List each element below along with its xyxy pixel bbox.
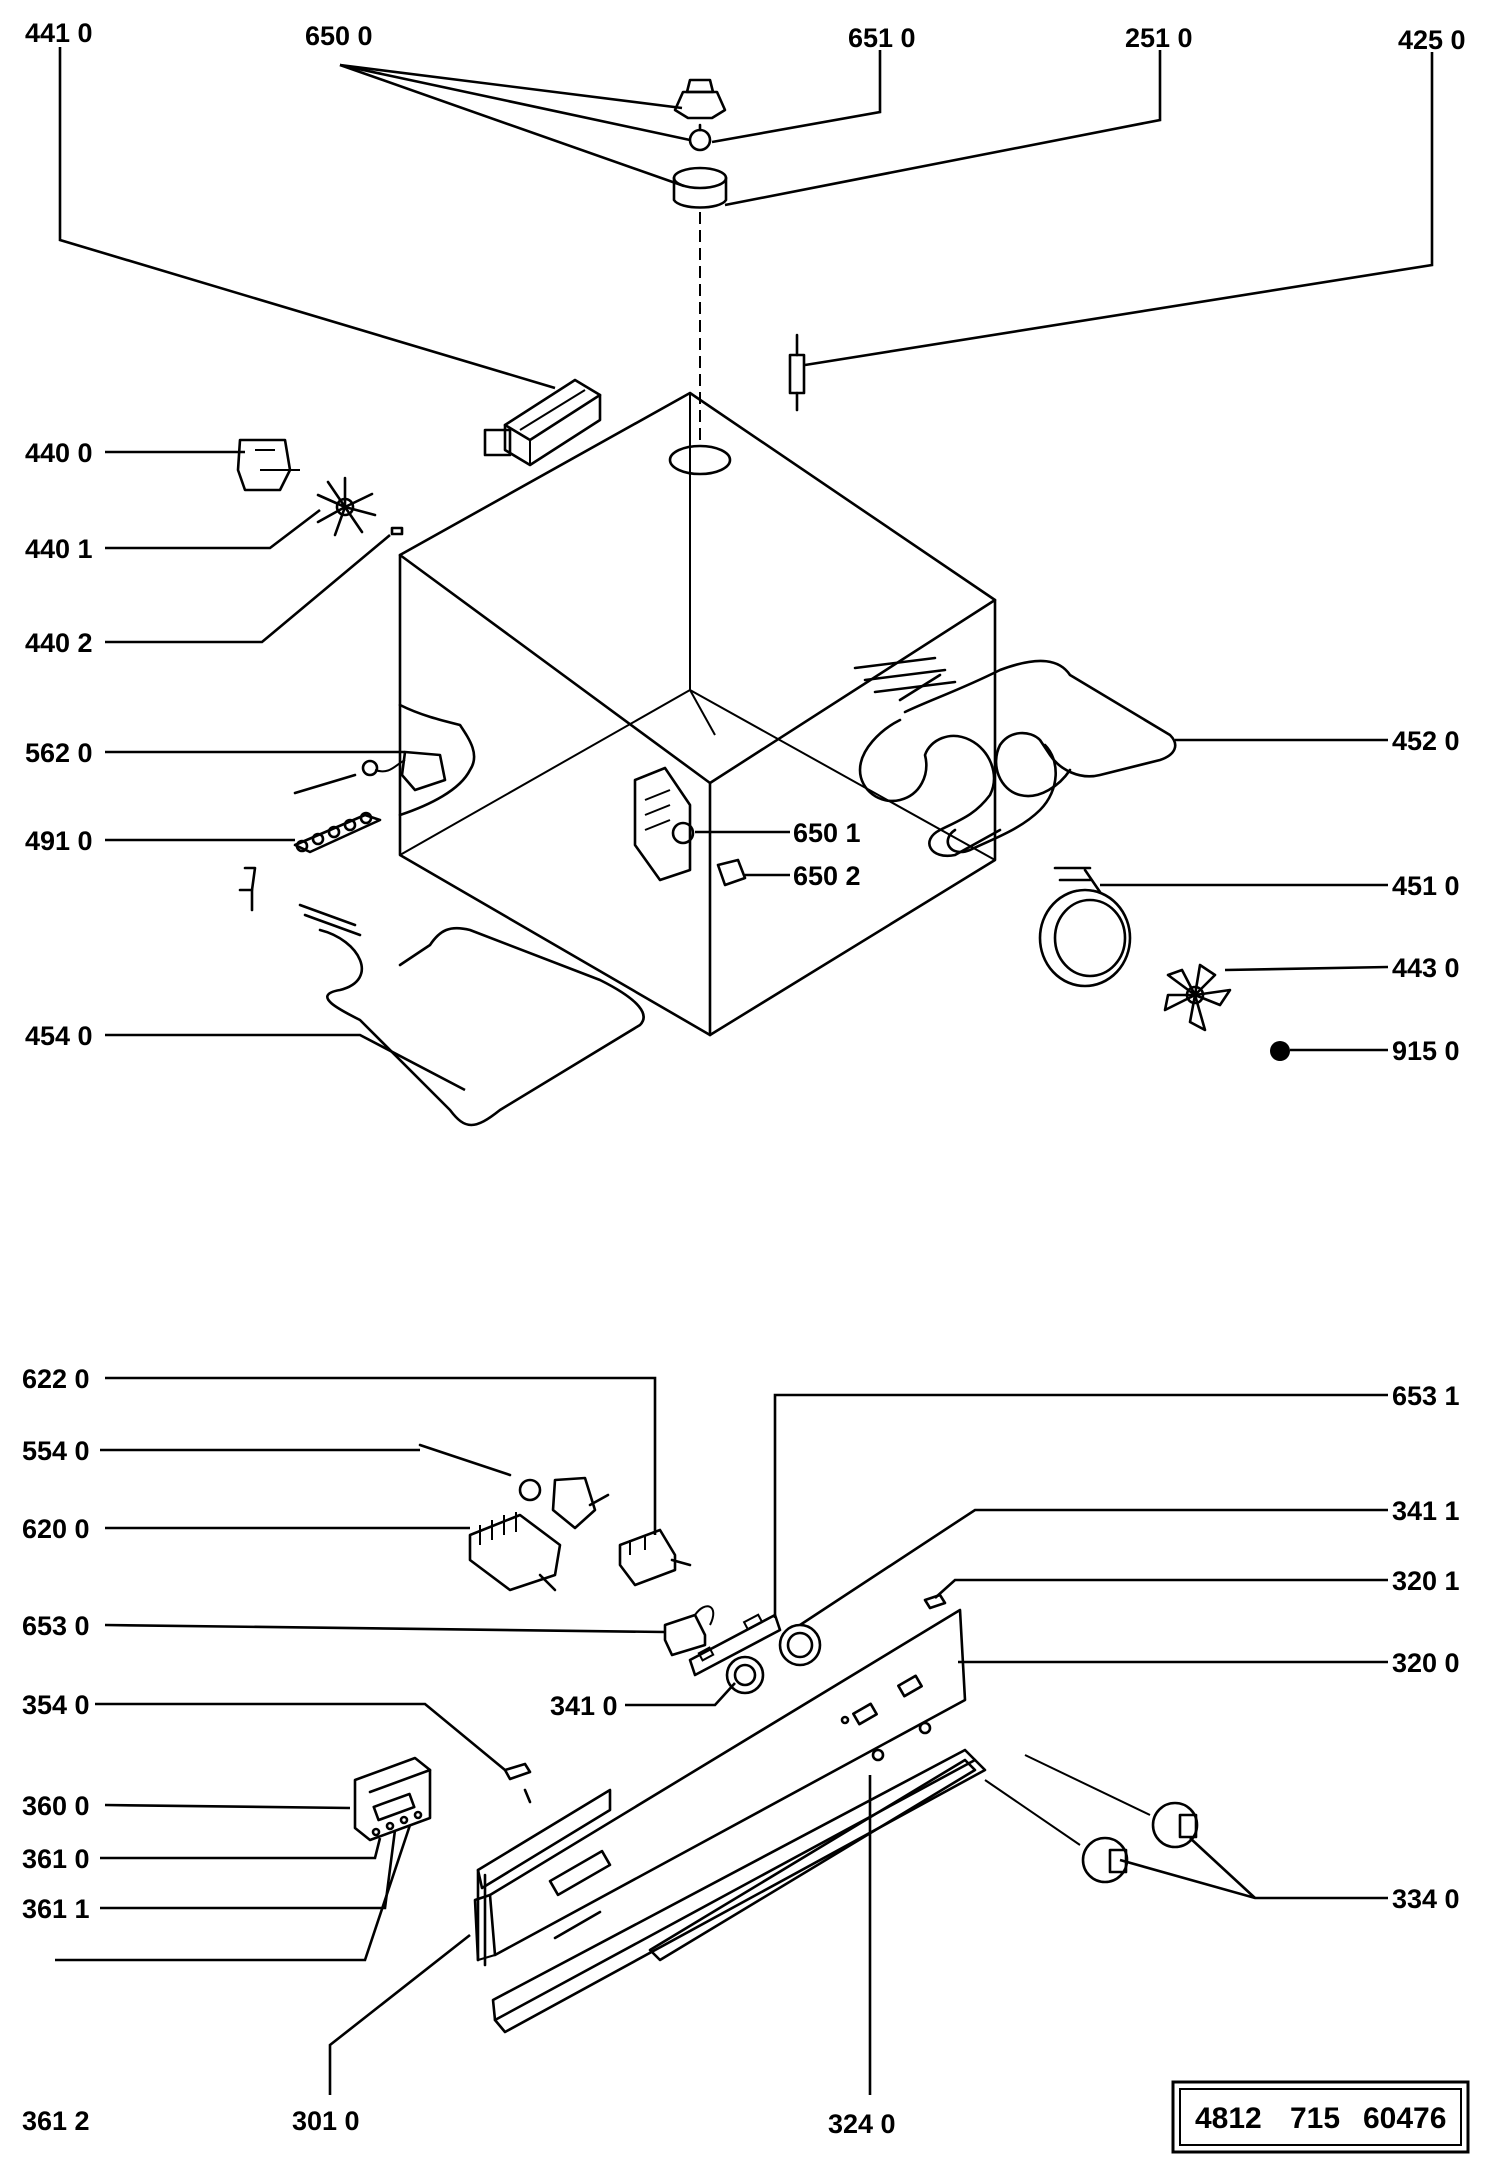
callout-452-0: 452 0 [1392, 726, 1460, 756]
document-number-part-1: 4812 [1195, 2102, 1262, 2135]
callout-360-0: 360 0 [22, 1791, 90, 1821]
callout-554-0: 554 0 [22, 1436, 90, 1466]
callout-451-0: 451 0 [1392, 871, 1460, 901]
callout-651-0: 651 0 [848, 23, 916, 53]
callout-320-0: 320 0 [1392, 1648, 1460, 1678]
callout-653-1: 653 1 [1392, 1381, 1460, 1411]
terminal-block [293, 811, 382, 854]
convection-fan-blade [1163, 963, 1232, 1032]
callout-562-0: 562 0 [25, 738, 93, 768]
thermostat [293, 750, 447, 795]
callout-443-0: 443 0 [1392, 953, 1460, 983]
callout-341-1: 341 1 [1392, 1496, 1460, 1526]
switch-bracket [663, 1605, 715, 1657]
fan-impeller [316, 476, 377, 537]
control-panel [473, 1608, 967, 1962]
mounting-clip [238, 866, 257, 912]
document-number-part-2: 715 [1290, 2102, 1340, 2135]
bottom-heating-element [298, 903, 645, 1127]
callout-620-0: 620 0 [22, 1514, 90, 1544]
lower-leader-lines [55, 1376, 1388, 2095]
callout-334-0: 334 0 [1392, 1884, 1460, 1914]
resistor-component [788, 333, 806, 412]
document-number-part-3: 60476 [1363, 2102, 1446, 2135]
selector-switch [633, 766, 695, 882]
callout-650-2: 650 2 [793, 861, 861, 891]
grill-heating-element [853, 656, 1177, 858]
callout-650-0: 650 0 [305, 21, 373, 51]
mounting-plate [688, 1613, 782, 1677]
callout-324-0: 324 0 [828, 2109, 896, 2139]
callout-491-0: 491 0 [25, 826, 93, 856]
callout-440-1: 440 1 [25, 534, 93, 564]
callout-361-0: 361 0 [22, 1844, 90, 1874]
callout-361-2: 361 2 [22, 2106, 90, 2136]
cooling-fan-motor [483, 378, 602, 467]
upper-leader-lines [58, 47, 1434, 1092]
callout-361-1: 361 1 [22, 1894, 90, 1924]
small-pin [390, 526, 404, 536]
callout-251-0: 251 0 [1125, 23, 1193, 53]
callout-440-0: 440 0 [25, 438, 93, 468]
callout-915-0: 915 0 [1392, 1036, 1460, 1066]
secondary-switch [618, 1528, 692, 1587]
trim-strip [491, 1748, 987, 2034]
circular-heating-element [1038, 866, 1132, 988]
callout-650-1: 650 1 [793, 818, 861, 848]
callout-454-0: 454 0 [25, 1021, 93, 1051]
electronic-timer-module [353, 1756, 432, 1842]
callout-441-0: 441 0 [25, 18, 93, 48]
callout-354-0: 354 0 [22, 1690, 90, 1720]
callout-301-0: 301 0 [292, 2106, 360, 2136]
callout-425-0: 425 0 [1398, 25, 1466, 55]
small-connector [716, 858, 747, 887]
function-switch [468, 1512, 562, 1592]
control-panel-frame [476, 1788, 612, 1967]
callout-320-1: 320 1 [1392, 1566, 1460, 1596]
fan-bracket [236, 438, 300, 492]
callout-622-0: 622 0 [22, 1364, 90, 1394]
temperature-probe [418, 1443, 610, 1530]
document-number-box: 4812 715 60476 [1171, 2080, 1470, 2154]
rotary-knobs [984, 1754, 1199, 1884]
fixing-nut [1270, 1041, 1290, 1061]
callout-341-0: 341 0 [550, 1691, 618, 1721]
oven-lamp-assembly [672, 78, 728, 445]
lamp-indicator [503, 1762, 532, 1804]
callout-653-0: 653 0 [22, 1611, 90, 1641]
control-knobs [725, 1623, 822, 1695]
callout-440-2: 440 2 [25, 628, 93, 658]
